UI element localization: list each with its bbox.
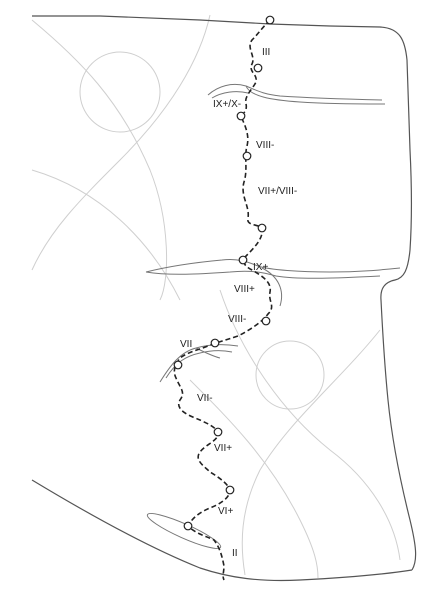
lower-structure <box>159 344 239 383</box>
waypoint <box>265 15 275 25</box>
upper-arc-right <box>31 14 211 271</box>
label-viii-minus-mid: VIII- <box>228 314 246 325</box>
bottom-structure <box>146 513 222 549</box>
label-viii-minus-top: VIII- <box>256 140 274 151</box>
waypoint <box>225 485 235 495</box>
top-edge <box>32 15 417 571</box>
waypoint <box>213 427 223 437</box>
lower-arc-a <box>219 289 401 561</box>
lower-arc-c <box>189 379 319 579</box>
waypoint <box>253 63 263 73</box>
lower-circle <box>255 340 325 410</box>
label-viii-plus: VIII+ <box>234 284 255 295</box>
waypoint <box>236 111 246 121</box>
waypoint <box>242 151 252 161</box>
background-outlines <box>31 14 401 579</box>
upper-circle <box>79 51 161 133</box>
lower-arc-b <box>241 329 381 576</box>
label-vii-plus: VII+ <box>214 443 232 454</box>
middle-structure-tail <box>261 267 283 307</box>
anatomical-structures <box>145 83 401 549</box>
label-vii-minus: VII- <box>197 393 213 404</box>
waypoints <box>173 15 275 531</box>
waypoint <box>257 223 267 233</box>
label-vii: VII <box>180 339 192 350</box>
label-ix-plus: IX+ <box>253 262 268 273</box>
bottom-edge <box>31 479 413 582</box>
waypoint <box>238 255 248 265</box>
label-ix-x: IX+/X- <box>213 99 241 110</box>
label-vii-viii: VII+/VIII- <box>258 186 297 197</box>
waypoint <box>173 360 183 370</box>
middle-arc-left <box>31 169 181 301</box>
upper-structure <box>207 83 386 105</box>
specimen-outline <box>31 15 417 582</box>
upper-structure-inner <box>211 91 249 99</box>
label-vi-plus: VI+ <box>218 506 233 517</box>
middle-structure <box>145 259 401 279</box>
waypoint <box>183 521 193 531</box>
label-ii: II <box>232 548 238 559</box>
label-iii: III <box>262 47 270 58</box>
waypoint <box>261 316 271 326</box>
path-labels: III IX+/X- VIII- VII+/VIII- IX+ VIII+ VI… <box>180 47 297 559</box>
upper-arc-left <box>31 19 168 301</box>
waypoint <box>210 338 220 348</box>
